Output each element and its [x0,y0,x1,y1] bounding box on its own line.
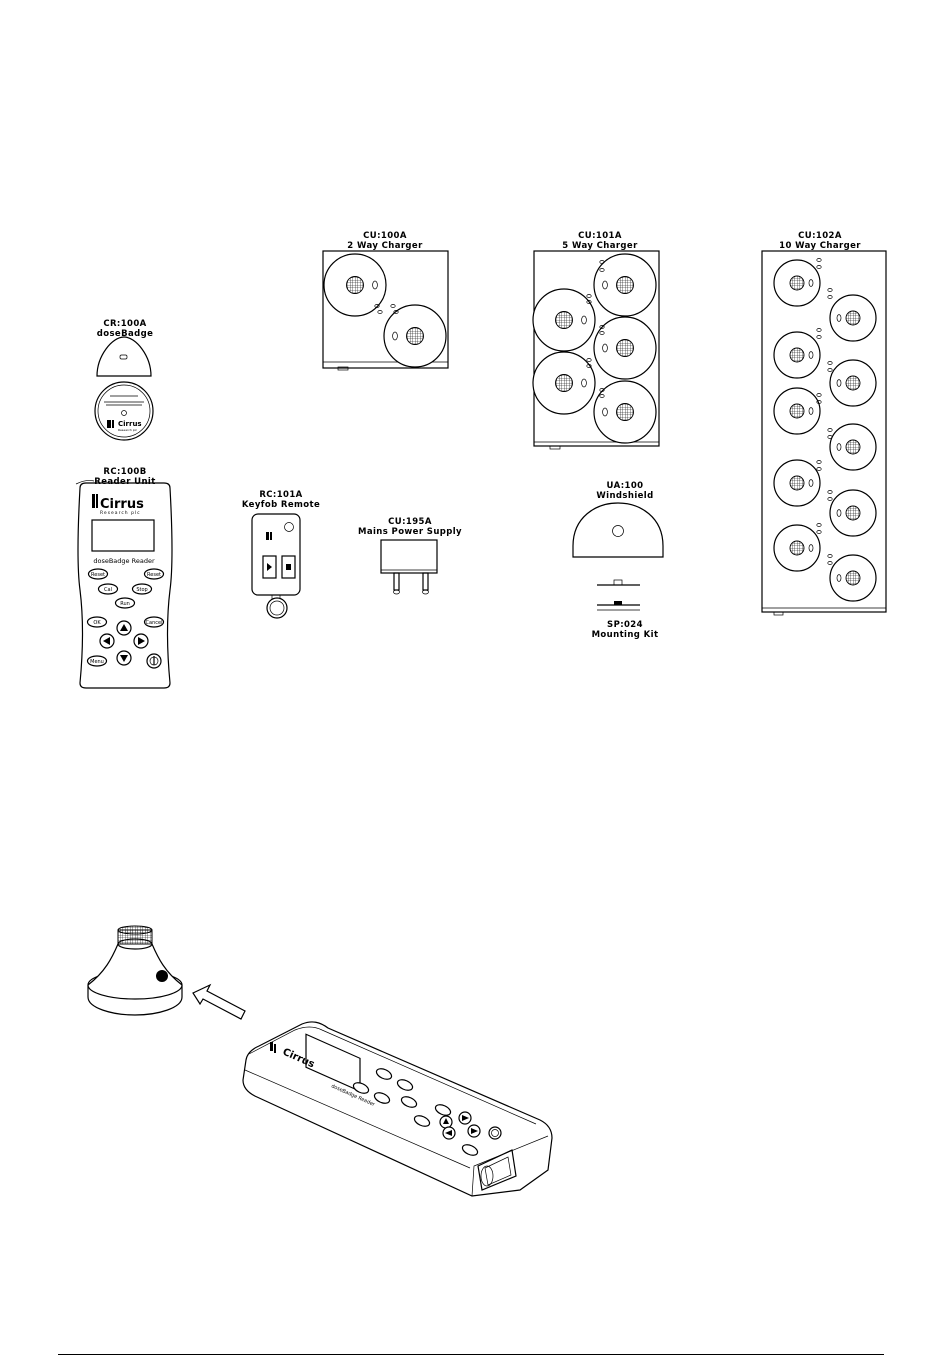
reader-run-button[interactable]: Run [114,597,136,609]
footer-rule [58,1354,884,1355]
label-cu195a-name: Mains Power Supply [357,527,462,537]
reader-ok-label: OK [93,620,101,626]
dosebadge-top-view: Cirrus Research plc [94,336,154,441]
reader-menu-button[interactable]: Menu [86,655,108,667]
reader-stop-label: Stop [136,587,147,593]
label-cu101a: CU:101A 5 Way Charger [545,231,655,251]
label-cu195a-code: CU:195A [388,517,432,527]
label-ua100: UA:100 Windshield [570,481,680,501]
label-cu101a-code: CU:101A [578,231,622,241]
label-rc101a: RC:101A Keyfob Remote [236,490,326,510]
charger-5-way [532,250,660,450]
label-rc101a-code: RC:101A [259,490,303,500]
label-rc100b: RC:100B Reader Unit [80,467,170,487]
badge-brand: Cirrus [118,420,142,428]
reader-perspective: Cirrus doseBadge Reader [242,1021,553,1197]
charger-10-way [761,250,887,616]
reader-reset-right-label: Reset [147,572,161,578]
windshield [572,502,664,558]
label-cu102a-name: 10 Way Charger [779,241,861,251]
arrow-left-icon[interactable] [99,633,115,649]
arrow-right-icon[interactable] [133,633,149,649]
label-sp024-name: Mounting Kit [591,630,659,640]
power-icon[interactable] [146,653,162,669]
keyfob-remote [251,513,301,619]
reader-unit: Cirrus Research plc doseBadge Reader Res… [75,480,173,689]
reader-reset-left-button[interactable]: Reset [87,568,109,580]
reader-display [91,519,155,552]
mounting-kit [597,579,640,611]
label-cr100a-name: doseBadge [96,329,154,339]
label-sp024-code: SP:024 [607,620,643,630]
reader-brand-sub: Research plc [100,510,141,516]
play-icon[interactable] [262,555,277,579]
reader-cancel-label: Cancel [146,620,163,626]
reader-brand: Cirrus [100,497,144,512]
label-sp024: SP:024 Mounting Kit [570,620,680,640]
label-ua100-code: UA:100 [606,481,644,491]
label-cr100a: CR:100A doseBadge [80,319,170,339]
label-rc100b-name: Reader Unit [94,477,156,487]
arrow-up-icon[interactable] [116,620,132,636]
label-cr100a-code: CR:100A [103,319,147,329]
reader-cancel-button[interactable]: Cancel [143,616,165,628]
stop-icon[interactable] [281,555,296,579]
reader-cal-button[interactable]: Cal [97,583,119,595]
label-cu102a-code: CU:102A [798,231,842,241]
label-cu195a: CU:195A Mains Power Supply [355,517,465,537]
label-cu102a: CU:102A 10 Way Charger [765,231,875,251]
label-ua100-name: Windshield [596,491,654,501]
reader-stop-button[interactable]: Stop [131,583,153,595]
cirrus-logo-icon [92,494,98,508]
label-cu101a-name: 5 Way Charger [562,241,638,251]
reader-menu-label: Menu [90,659,104,665]
mains-power-supply [380,539,438,595]
reader-run-label: Run [120,601,130,607]
reader-reset-right-button[interactable]: Reset [143,568,165,580]
label-cu100a-code: CU:100A [363,231,407,241]
badge-brand-sub: Research plc [118,428,137,432]
arrow-down-icon[interactable] [116,650,132,666]
label-rc100b-code: RC:100B [103,467,147,477]
label-cu100a-name: 2 Way Charger [347,241,423,251]
label-rc101a-name: Keyfob Remote [241,500,321,510]
reader-model-text: doseBadge Reader [93,557,155,565]
charger-2-way [322,250,449,371]
reader-reset-left-label: Reset [91,572,105,578]
label-cu100a: CU:100A 2 Way Charger [330,231,440,251]
dosebadge-perspective [87,925,183,1016]
insert-arrow-icon [192,983,246,1020]
reader-ok-button[interactable]: OK [86,616,108,628]
reader-cal-label: Cal [104,587,112,593]
reader-perspective-brand: Cirrus [281,1047,316,1071]
